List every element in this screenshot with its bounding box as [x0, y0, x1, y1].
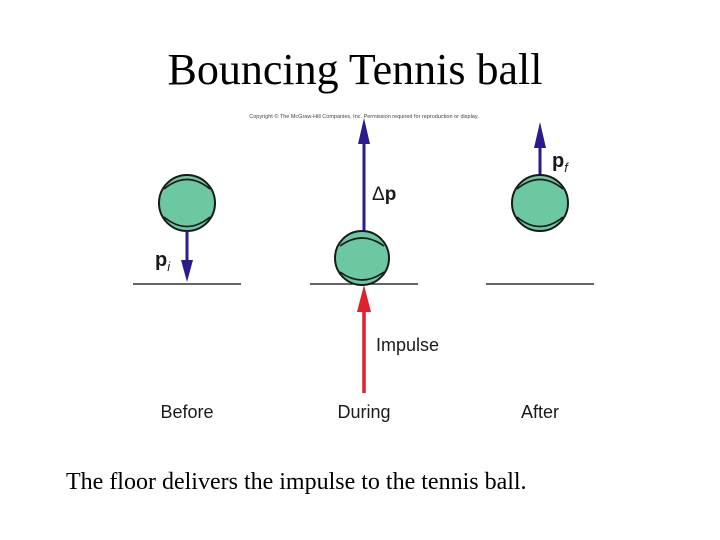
momentum-arrow-final [534, 122, 546, 176]
slide-caption: The floor delivers the impulse to the te… [66, 469, 527, 495]
label-pf: pf [552, 150, 569, 175]
label-impulse: Impulse [376, 335, 439, 355]
label-pi: pi [155, 249, 171, 274]
label-delta-p: Δp [372, 184, 396, 205]
copyright-notice: Copyright © The McGraw-Hill Companies, I… [249, 113, 479, 120]
ball-before [158, 174, 216, 232]
ball-after [511, 174, 569, 232]
impulse-arrow [357, 285, 371, 393]
momentum-arrow-initial [181, 231, 193, 282]
ball-during [334, 230, 390, 286]
slide-title: Bouncing Tennis ball [167, 45, 543, 94]
delta-p-arrow [358, 118, 370, 236]
stage-label-during: During [337, 402, 390, 422]
stage-label-before: Before [160, 402, 213, 422]
stage-label-after: After [521, 402, 559, 422]
